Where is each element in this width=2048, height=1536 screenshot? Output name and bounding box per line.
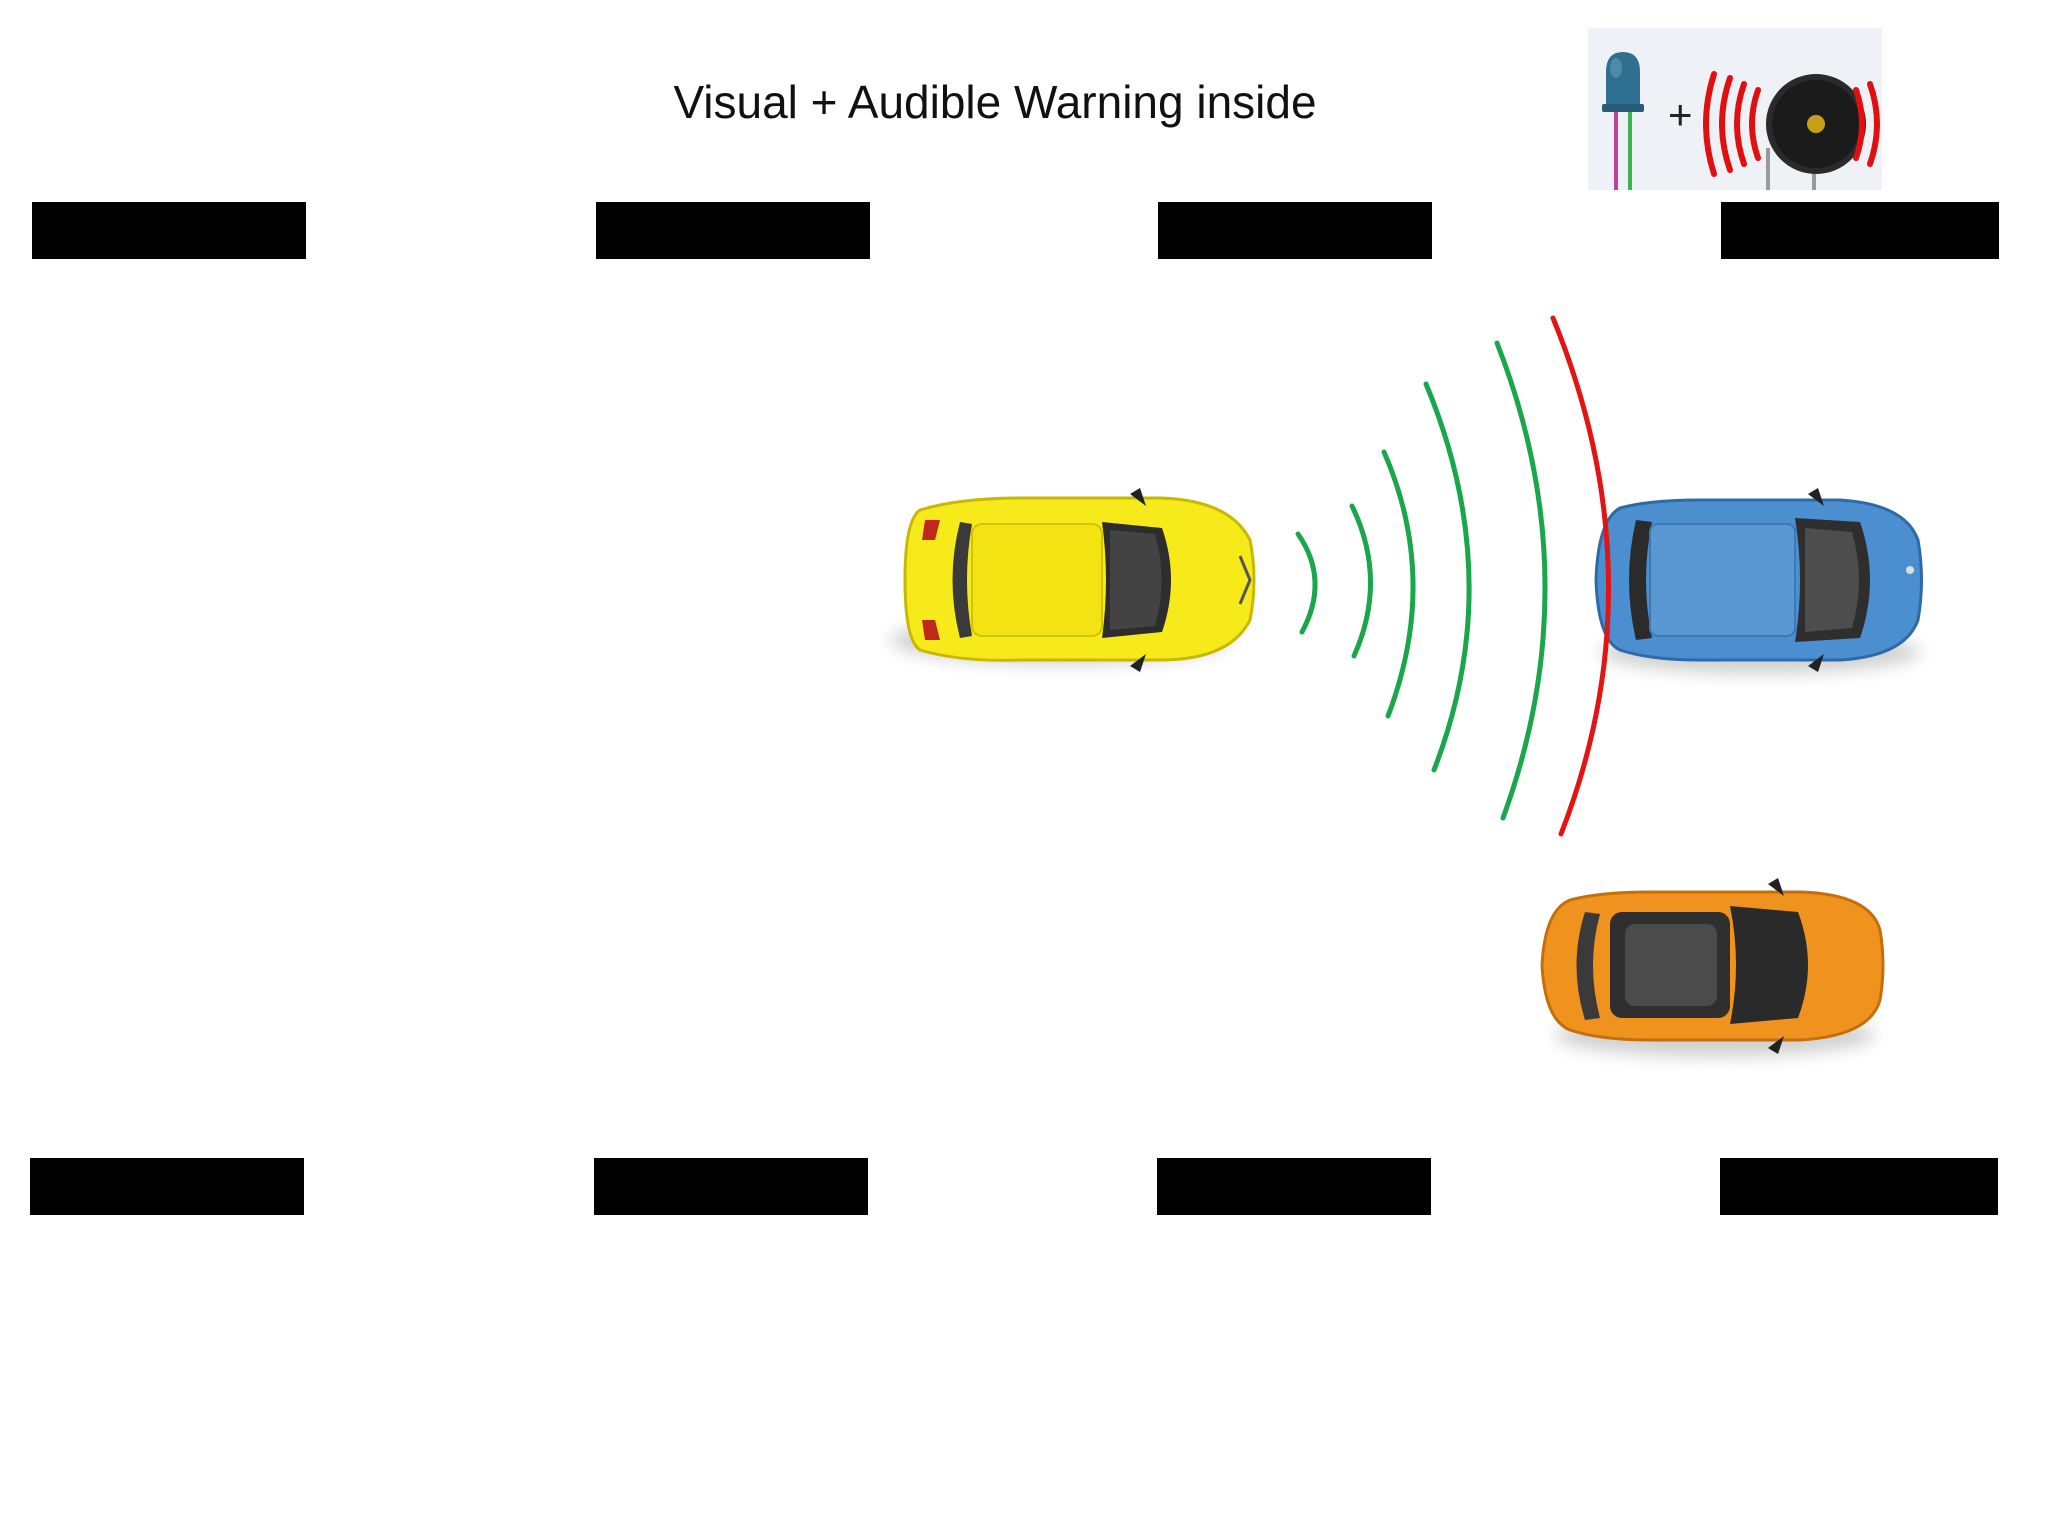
lane-dash <box>596 202 870 259</box>
lane-dash <box>32 202 306 259</box>
front-car <box>1596 488 1922 674</box>
safe-wave <box>1298 534 1315 632</box>
proximity-waves <box>1298 318 1609 834</box>
lane-dash <box>1721 202 1999 259</box>
lane-markings-bottom <box>30 1158 1998 1215</box>
safe-wave <box>1352 506 1371 656</box>
lane-dash <box>1158 202 1432 259</box>
lane-markings-top <box>32 202 1999 259</box>
lane-dash <box>1157 1158 1431 1215</box>
safe-wave <box>1497 343 1545 818</box>
lane-dash <box>594 1158 868 1215</box>
adjacent-car <box>1542 878 1883 1057</box>
lane-dash <box>1720 1158 1998 1215</box>
ego-car <box>890 488 1254 672</box>
safe-wave <box>1426 384 1469 770</box>
lane-dash <box>30 1158 304 1215</box>
safe-wave <box>1384 452 1413 716</box>
